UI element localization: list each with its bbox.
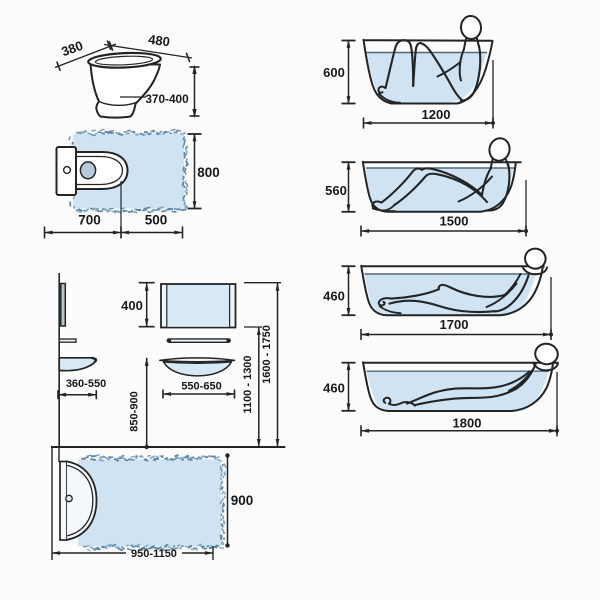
svg-text:950-1150: 950-1150 bbox=[131, 548, 177, 560]
svg-text:700: 700 bbox=[78, 213, 101, 228]
svg-text:800: 800 bbox=[197, 165, 220, 180]
svg-text:560: 560 bbox=[325, 183, 347, 198]
svg-text:600: 600 bbox=[323, 65, 345, 80]
svg-text:1700: 1700 bbox=[440, 317, 469, 332]
svg-text:370-400: 370-400 bbox=[145, 92, 189, 106]
svg-text:1100 - 1300: 1100 - 1300 bbox=[242, 355, 254, 413]
svg-text:500: 500 bbox=[145, 213, 168, 228]
svg-text:360-550: 360-550 bbox=[66, 378, 106, 390]
svg-text:1800: 1800 bbox=[453, 416, 482, 431]
svg-text:460: 460 bbox=[323, 381, 345, 396]
svg-text:850-900: 850-900 bbox=[129, 391, 141, 431]
svg-text:550-650: 550-650 bbox=[181, 381, 221, 393]
svg-text:1600 - 1750: 1600 - 1750 bbox=[261, 325, 273, 384]
svg-text:480: 480 bbox=[147, 32, 171, 50]
svg-text:1200: 1200 bbox=[422, 107, 451, 122]
svg-text:460: 460 bbox=[323, 289, 345, 304]
svg-text:900: 900 bbox=[231, 493, 254, 508]
svg-text:400: 400 bbox=[121, 298, 143, 313]
svg-text:1500: 1500 bbox=[440, 214, 469, 229]
svg-text:380: 380 bbox=[59, 38, 85, 60]
